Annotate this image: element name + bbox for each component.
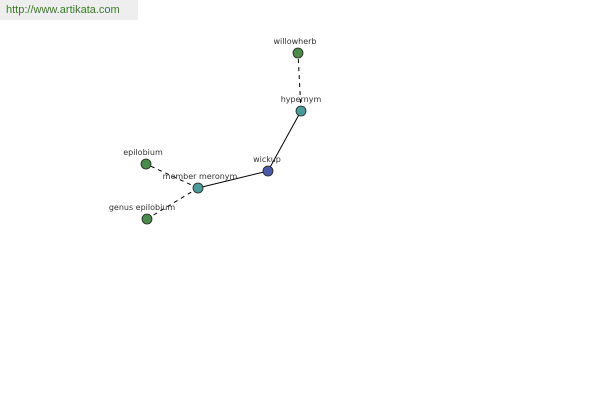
node-label-hypernym: hypernym bbox=[281, 95, 322, 104]
node-label-member-meronym: member meronym bbox=[163, 172, 238, 181]
node-genus-epilobium[interactable] bbox=[141, 213, 153, 225]
node-member-meronym[interactable] bbox=[192, 182, 204, 194]
url-link[interactable]: http://www.artikata.com bbox=[6, 4, 120, 16]
edges-layer bbox=[145, 52, 302, 220]
edge-wickup-hypernym bbox=[267, 110, 302, 172]
node-hypernym[interactable] bbox=[295, 105, 307, 117]
edge-member-meronym-genus-epilobium bbox=[146, 187, 199, 220]
node-label-willowherb: willowherb bbox=[273, 37, 316, 46]
node-label-epilobium: epilobium bbox=[123, 148, 163, 157]
edge-member-meronym-epilobium bbox=[145, 163, 199, 189]
url-banner: http://www.artikata.com bbox=[0, 0, 138, 20]
edge-wickup-member-meronym bbox=[197, 170, 269, 189]
node-label-genus-epilobium: genus epilobium bbox=[109, 203, 176, 212]
node-wickup[interactable] bbox=[262, 165, 274, 177]
node-epilobium[interactable] bbox=[140, 158, 152, 170]
node-label-wickup: wickup bbox=[253, 155, 281, 164]
node-willowherb[interactable] bbox=[292, 47, 304, 59]
edge-hypernym-willowherb bbox=[297, 52, 302, 112]
labels-layer: wickup hypernym willowherb member meronym ep… bbox=[109, 37, 322, 212]
nodes-layer bbox=[140, 47, 307, 225]
